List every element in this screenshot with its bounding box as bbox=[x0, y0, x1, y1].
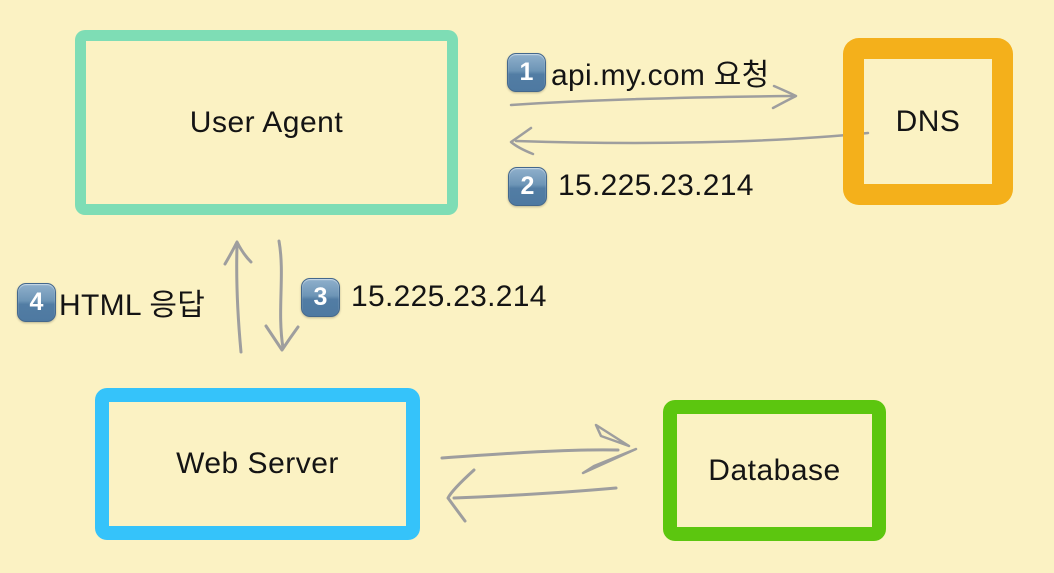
arrow-user-agent-to-dns-head bbox=[771, 84, 798, 110]
step-2-number-badge: 2 bbox=[508, 166, 547, 206]
arrow-web-server-to-database-shaft bbox=[440, 448, 620, 460]
step-label-1: 1 api.my.com 요청 bbox=[507, 52, 770, 92]
node-user-agent: User Agent bbox=[75, 30, 458, 215]
arrow-web-server-to-database-head-upper bbox=[594, 423, 631, 448]
node-database: Database bbox=[663, 400, 886, 541]
step-1-number-badge: 1 bbox=[507, 52, 546, 92]
arrow-web-server-to-user-agent-head bbox=[223, 240, 253, 266]
arrow-dns-to-user-agent-head bbox=[509, 126, 535, 156]
arrow-database-to-web-server-shaft bbox=[452, 486, 618, 500]
node-dns-label: DNS bbox=[895, 104, 961, 138]
step-2-text: 15.225.23.214 bbox=[558, 169, 754, 202]
arrow-web-server-to-user-agent-shaft bbox=[235, 244, 243, 354]
step-label-2: 2 15.225.23.214 bbox=[508, 166, 754, 206]
step-3-text: 15.225.23.214 bbox=[351, 280, 547, 313]
arrow-database-to-web-server-head bbox=[446, 468, 476, 523]
step-4-text: HTML 응답 bbox=[59, 289, 206, 322]
node-user-agent-label: User Agent bbox=[189, 105, 344, 139]
step-label-3: 3 15.225.23.214 bbox=[301, 277, 547, 317]
arrow-user-agent-to-dns-shaft bbox=[509, 94, 794, 107]
arrow-user-agent-to-web-server-head bbox=[264, 324, 300, 352]
step-1-text: api.my.com 요청 bbox=[551, 59, 770, 92]
step-label-4: 4 HTML 응답 bbox=[17, 282, 205, 322]
node-database-label: Database bbox=[708, 453, 841, 487]
arrow-dns-to-user-agent-shaft bbox=[514, 131, 870, 145]
step-3-number-badge: 3 bbox=[301, 277, 340, 317]
node-web-server-label: Web Server bbox=[176, 447, 339, 480]
node-web-server: Web Server bbox=[95, 388, 420, 540]
arrow-user-agent-to-web-server-shaft bbox=[277, 239, 285, 350]
step-4-number-badge: 4 bbox=[17, 282, 56, 322]
arrow-web-server-to-database-head-lower bbox=[581, 447, 638, 475]
node-dns: DNS bbox=[843, 38, 1013, 205]
